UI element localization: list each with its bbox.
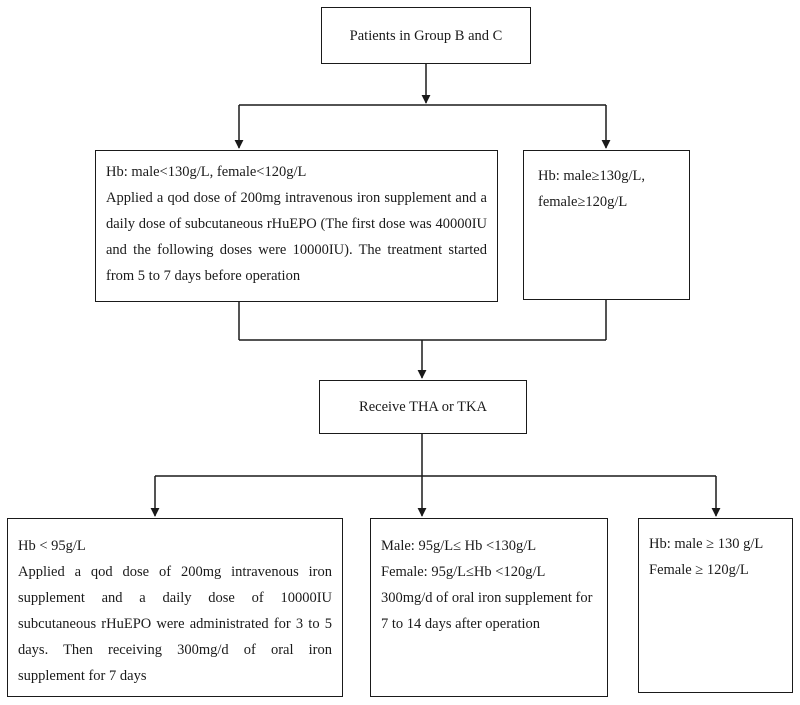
node-start: Patients in Group B and C <box>321 7 531 64</box>
node-low-hb-preop: Hb: male<130g/L, female<120g/L Applied a… <box>95 150 498 302</box>
postop-moderate-line2: Female: 95g/L≤Hb <120g/L <box>381 564 546 580</box>
low-hb-preop-header: Hb: male<130g/L, female<120g/L <box>106 164 307 180</box>
node-postop-normal: Hb: male ≥ 130 g/L Female ≥ 120g/L <box>638 518 793 693</box>
node-surgery-label: Receive THA or TKA <box>359 399 487 415</box>
postop-severe-header: Hb < 95g/L <box>18 538 86 554</box>
node-normal-hb-preop: Hb: male≥130g/L, female≥120g/L <box>523 150 690 300</box>
node-postop-moderate: Male: 95g/L≤ Hb <130g/L Female: 95g/L≤Hb… <box>370 518 608 697</box>
node-postop-severe: Hb < 95g/L Applied a qod dose of 200mg i… <box>7 518 343 697</box>
low-hb-preop-body: Applied a qod dose of 200mg intravenous … <box>106 190 487 284</box>
postop-normal-line2: Female ≥ 120g/L <box>649 562 749 578</box>
postop-severe-body: Applied a qod dose of 200mg intravenous … <box>18 564 332 684</box>
normal-hb-preop-line2: female≥120g/L <box>538 194 628 210</box>
normal-hb-preop-line1: Hb: male≥130g/L, <box>538 168 646 184</box>
node-surgery: Receive THA or TKA <box>319 380 527 434</box>
postop-moderate-line1: Male: 95g/L≤ Hb <130g/L <box>381 538 537 554</box>
postop-moderate-body: 300mg/d of oral iron supplement for 7 to… <box>381 590 593 632</box>
node-start-label: Patients in Group B and C <box>349 27 503 44</box>
postop-normal-line1: Hb: male ≥ 130 g/L <box>649 536 764 552</box>
